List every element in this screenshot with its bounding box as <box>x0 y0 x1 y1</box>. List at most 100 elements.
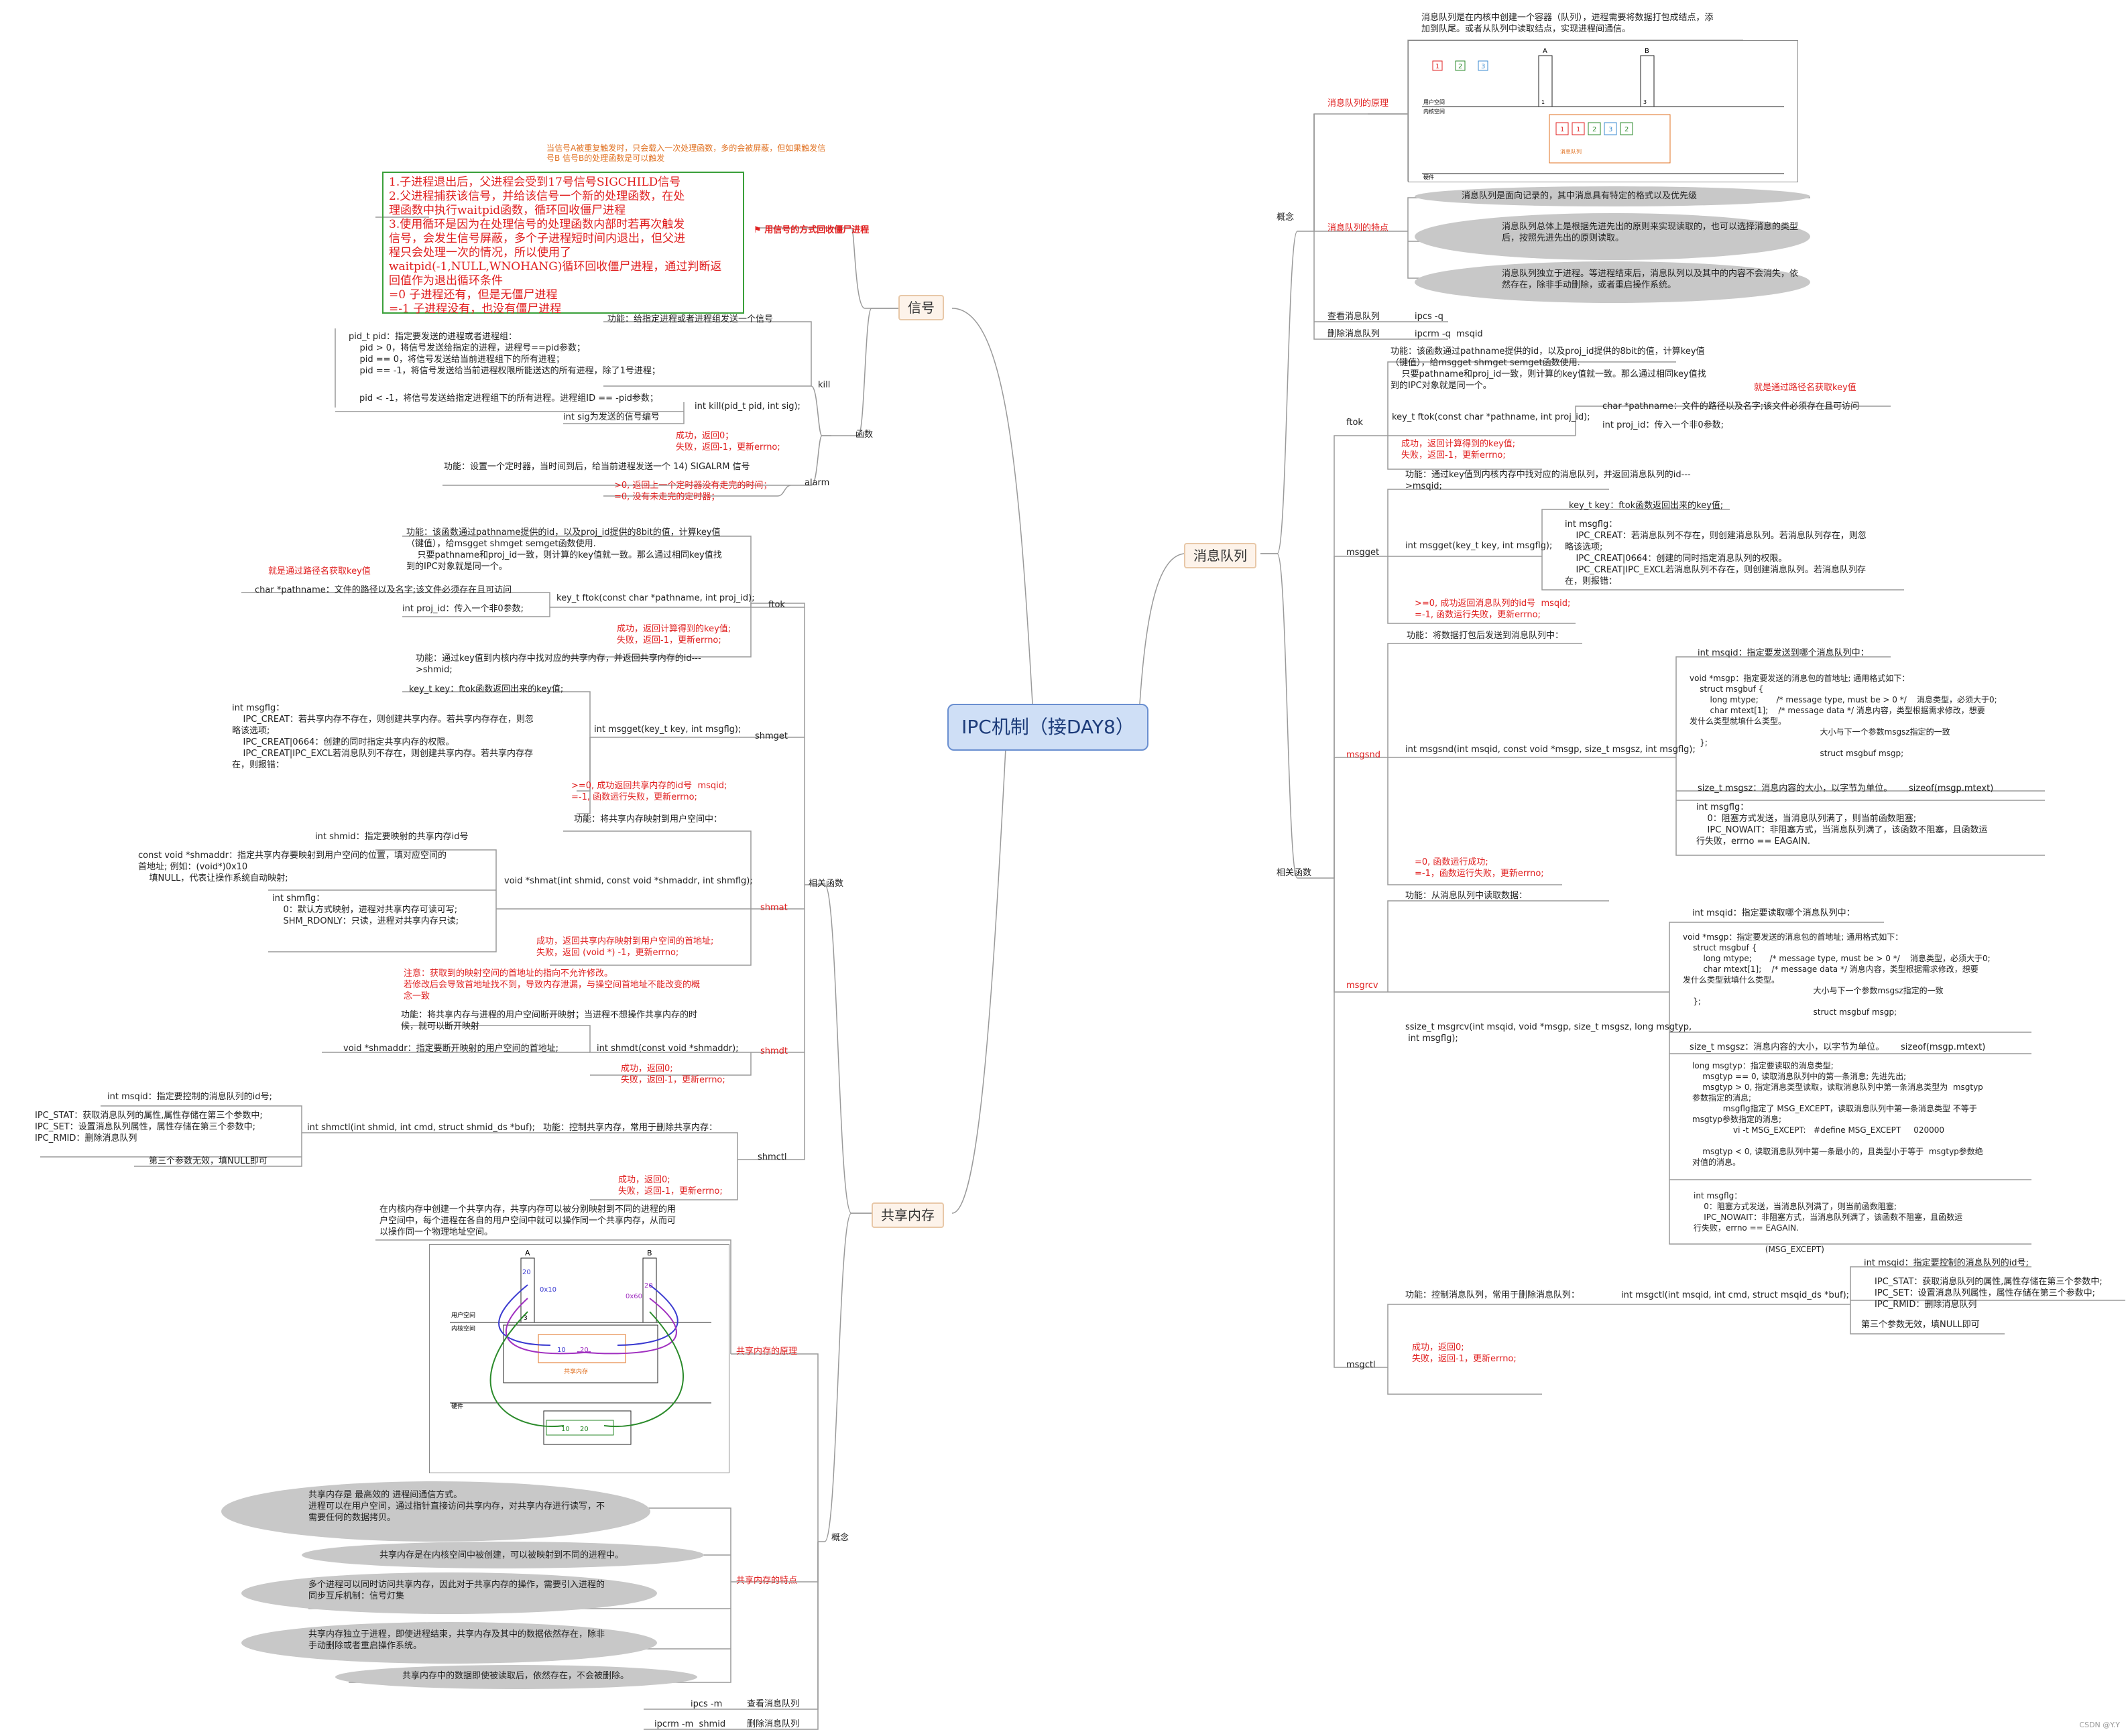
alarm-node[interactable]: alarm <box>805 478 830 488</box>
mq-msgsnd-msgp: void *msgp：指定要发送的消息包的首地址; 通用格式如下： struct… <box>1690 674 1997 758</box>
mq-ftok-node[interactable]: ftok <box>1346 418 1363 428</box>
shm-diag-user: 用户空间 <box>451 1311 475 1319</box>
mq-msgctl-return: 成功，返回0; 失败，返回-1，更新errno; <box>1412 1343 1517 1364</box>
mq-funcs-node[interactable]: 相关函数 <box>1277 868 1312 878</box>
mq-principle-node[interactable]: 消息队列的原理 <box>1327 99 1389 109</box>
zombie-reap-label[interactable]: ⚑ 用信号的方式回收僵尸进程 <box>754 225 869 236</box>
mq-feature-1: 消息队列是面向记录的，其中消息具有特定的格式以及优先级 <box>1462 191 1698 201</box>
shm-diag-kernel: 内核空间 <box>451 1324 475 1332</box>
shm-ftok-node[interactable]: ftok <box>768 600 785 610</box>
branch-shared-memory[interactable]: 共享内存 <box>872 1202 944 1228</box>
mq-feature-2: 消息队列总体上是根据先进先出的原则来实现读取的，也可以选择消息的类型 后，按照先… <box>1502 222 1799 243</box>
mq-feature-cloud-2 <box>1415 213 1810 260</box>
shm-view-cmd: ipcs -m <box>691 1699 723 1709</box>
mq-msgctl-proto: int msgctl(int msqid, int cmd, struct ms… <box>1621 1290 1850 1300</box>
mq-msgget-flg: int msgflg： IPC_CREAT：若消息队列不存在，则创建消息队列。若… <box>1565 519 1867 586</box>
shm-features-node[interactable]: 共享内存的特点 <box>736 1576 798 1586</box>
shm-ftok-return: 成功，返回计算得到的key值; 失败，返回-1，更新errno; <box>617 624 731 645</box>
mq-msgsnd-desc: 功能：将数据打包后发送到消息队列中： <box>1407 631 1564 641</box>
mq-ftok-note: 就是通过路径名获取key值 <box>1754 383 1856 393</box>
mq-diag-q4: 3 <box>1608 126 1612 133</box>
shmat-node[interactable]: shmat <box>760 903 788 913</box>
shmdt-desc: 功能：将共享内存与进程的用户空间断开映射；当进程不想操作共享内存的时 候，就可以… <box>401 1010 698 1032</box>
shmdt-node[interactable]: shmdt <box>760 1046 788 1056</box>
shmctl-proto: int shmctl(int shmid, int cmd, struct sh… <box>307 1123 536 1133</box>
branch-message-queue[interactable]: 消息队列 <box>1184 543 1256 568</box>
shmget-key: key_t key：ftok函数返回出来的key值; <box>409 684 564 694</box>
shm-diag-val-10: 10 <box>557 1347 566 1354</box>
signal-func-node[interactable]: 函数 <box>855 430 874 440</box>
shm-ftok-projid: int proj_id：传入一个非0参数; <box>402 604 524 614</box>
mq-msgrcv-flg: int msgflg： 0：阻塞方式发送，当消息队列满了，则当前函数阻塞; IP… <box>1694 1191 1963 1254</box>
mq-del-node[interactable]: 删除消息队列 <box>1327 329 1380 339</box>
shmdt-return: 成功，返回0; 失败，返回-1，更新errno; <box>621 1064 725 1085</box>
shm-diag-name: 共享内存 <box>564 1367 588 1375</box>
kill-proto: int kill(pid_t pid, int sig); <box>695 401 801 412</box>
mq-msgrcv-proto: ssize_t msgrcv(int msqid, void *msgp, si… <box>1405 1022 1692 1044</box>
shmat-note: 注意：获取到的映射空间的首地址的指向不允许修改。 若修改后会导致首地址找不到，导… <box>404 969 701 1001</box>
mq-msgsnd-flg: int msgflg： 0：阻塞方式发送，当消息队列满了，则当前函数阻塞; IP… <box>1696 802 1988 847</box>
shmget-node[interactable]: shmget <box>755 731 788 741</box>
shm-concept-node[interactable]: 概念 <box>831 1533 849 1543</box>
mq-features-node[interactable]: 消息队列的特点 <box>1327 223 1389 233</box>
mq-diag-three: 3 <box>1643 99 1647 105</box>
shm-feature-4: 共享内存独立于进程，即使进程结束，共享内存及其中的数据依然存在，除非 手动删除或… <box>308 1629 605 1651</box>
alarm-desc: 功能：设置一个定时器，当时间到后，给当前进程发送一个 14) SIGALRM 信… <box>444 462 750 472</box>
shm-feature-cloud-2 <box>302 1542 704 1568</box>
mq-diag-hw: 硬件 <box>1423 174 1434 180</box>
mq-del-cmd: ipcrm -q msqid <box>1415 329 1483 339</box>
shm-diag-val-20a: 20 <box>522 1269 531 1276</box>
shm-principle-desc: 在内核内存中创建一个共享内存，共享内存可以被分别映射到不同的进程的用 户空间中，… <box>379 1204 676 1237</box>
mq-diag-one: 1 <box>1541 99 1545 105</box>
mq-msgget-proto: int msgget(key_t key, int msgflg); <box>1405 541 1553 551</box>
shm-feature-cloud-3 <box>241 1572 657 1614</box>
shm-del-node[interactable]: 删除消息队列 <box>747 1719 800 1729</box>
shm-principle-node[interactable]: 共享内存的原理 <box>736 1347 798 1357</box>
mq-view-cmd: ipcs -q <box>1415 312 1443 322</box>
kill-desc: 功能：给指定进程或者进程组发送一个信号 <box>607 314 774 324</box>
shmctl-desc: 功能：控制共享内存，常用于删除共享内存： <box>543 1123 718 1133</box>
shm-diag-val-10b: 10 <box>561 1426 570 1433</box>
shmdt-addr: void *shmaddr：指定要断开映射的用户空间的首地址; <box>343 1044 559 1054</box>
shm-ftok-desc: 功能：该函数通过pathname提供的id，以及proj_id提供的8bit的值… <box>406 528 722 572</box>
shm-feature-2: 共享内存是在内核空间中被创建，可以被映射到不同的进程中。 <box>379 1550 624 1560</box>
shmget-proto: int msgget(key_t key, int msgflg); <box>594 725 742 735</box>
shmget-return: >=0, 成功返回共享内存的id号 msqid; =-1, 函数运行失败，更新e… <box>571 781 727 802</box>
mq-msgsnd-node[interactable]: msgsnd <box>1346 750 1380 760</box>
shmctl-cmd: IPC_STAT：获取消息队列的属性,属性存储在第三个参数中; IPC_SET：… <box>35 1111 263 1143</box>
mq-msgget-desc: 功能：通过key值到内核内存中找对应的消息队列，并返回消息队列的id--- >m… <box>1405 470 1691 491</box>
shmctl-id: int msqid：指定要控制的消息队列的id号; <box>107 1092 272 1102</box>
kill-node[interactable]: kill <box>818 380 831 390</box>
mq-msgctl-node[interactable]: msgctl <box>1346 1360 1376 1370</box>
shm-feature-1: 共享内存是 最高效的 进程间通信方式。 进程可以在用户空间，通过指针直接访问共享… <box>308 1490 605 1523</box>
zombie-reap-label-text: 用信号的方式回收僵尸进程 <box>764 225 870 235</box>
mq-concept-node[interactable]: 概念 <box>1277 212 1295 223</box>
mq-ftok-proto: key_t ftok(const char *pathname, int pro… <box>1392 412 1590 422</box>
shm-del-cmd: ipcrm -m shmid <box>654 1719 726 1729</box>
shm-view-node[interactable]: 查看消息队列 <box>747 1699 800 1709</box>
mq-msgctl-id: int msqid：指定要控制的消息队列的id号; <box>1864 1258 2029 1268</box>
shmat-addr: const void *shmaddr：指定共享内存要映射到用户空间的位置，填对… <box>138 851 447 883</box>
mq-ftok-projid: int proj_id：传入一个非0参数; <box>1602 420 1724 430</box>
shm-funcs-node[interactable]: 相关函数 <box>809 879 844 889</box>
shmctl-node[interactable]: shmctl <box>758 1152 787 1162</box>
mq-msgrcv-node[interactable]: msgrcv <box>1346 981 1378 991</box>
alarm-return: >0, 返回上一个定时器没有走完的时间； =0, 没有未走完的定时器； <box>614 481 772 502</box>
shm-diag-three: 3 <box>524 1315 528 1322</box>
branch-signal[interactable]: 信号 <box>898 295 944 320</box>
mq-ftok-desc: 功能：该函数通过pathname提供的id，以及proj_id提供的8bit的值… <box>1391 347 1706 391</box>
central-topic[interactable]: IPC机制（接DAY8） <box>947 704 1148 751</box>
mq-ftok-path: char *pathname：文件的路径以及名字;该文件必须存在且可访问 <box>1602 401 1860 412</box>
shm-diag-val-0x10: 0x10 <box>540 1286 556 1294</box>
shmdt-proto: int shmdt(const void *shmaddr); <box>597 1044 739 1054</box>
mq-msgget-key: key_t key：ftok函数返回出来的key值; <box>1569 501 1724 511</box>
shm-feature-cloud-5 <box>335 1665 697 1689</box>
shm-ftok-path-note: 就是通过路径名获取key值 <box>268 566 371 576</box>
shm-diag-label-a: A <box>525 1249 530 1257</box>
mq-principle-diagram: 1 2 3 A B 用户空间 内核空间 1 3 1 1 2 3 2 消息队列 硬… <box>1408 40 1798 182</box>
mq-msgget-node[interactable]: msgget <box>1346 548 1380 558</box>
mq-view-node[interactable]: 查看消息队列 <box>1327 312 1380 322</box>
mq-msgrcv-id: int msqid：指定要读取哪个消息队列中： <box>1692 908 1855 918</box>
shm-feature-cloud-1 <box>221 1481 650 1542</box>
mq-diag-q3: 2 <box>1592 126 1596 133</box>
